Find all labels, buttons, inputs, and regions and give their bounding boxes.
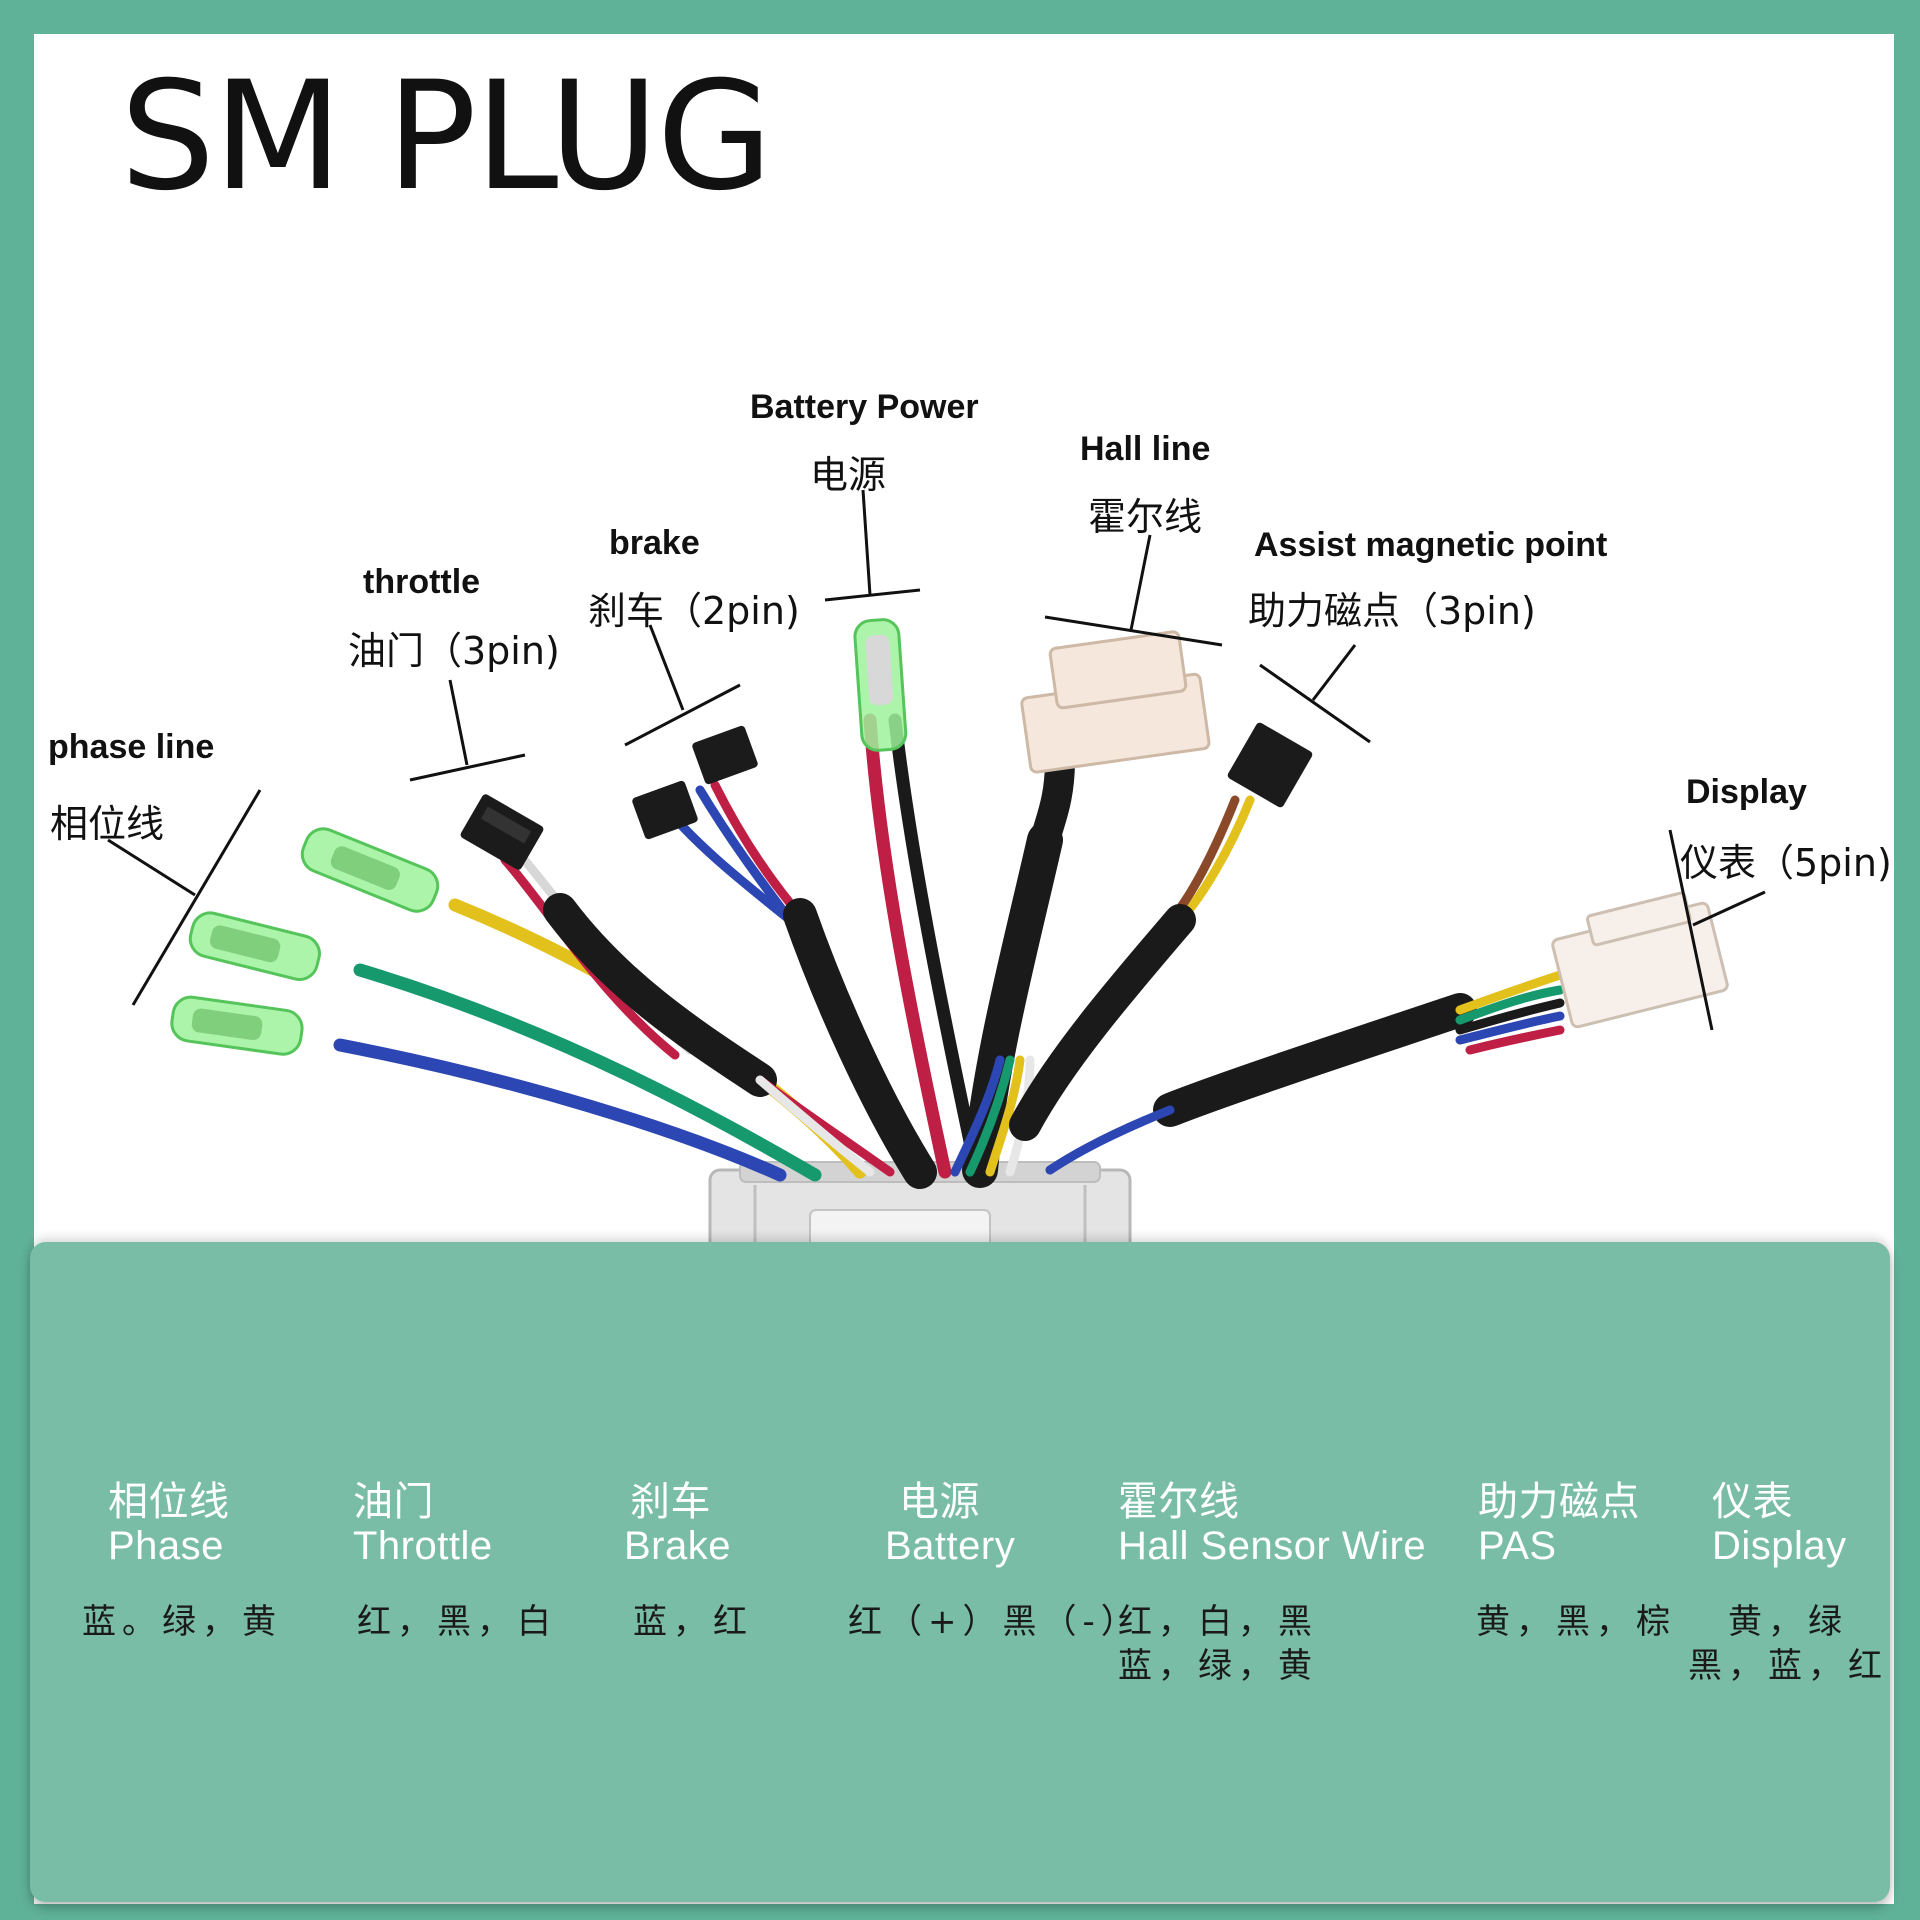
col-title-cn: 刹车 xyxy=(630,1480,711,1524)
table-col-phase: 相位线 Phase xyxy=(108,1480,230,1568)
battery-connector xyxy=(853,618,908,752)
brake-connectors xyxy=(632,725,758,840)
table-colors-pas: 黄，黑，棕 xyxy=(1476,1600,1676,1644)
wire-colors: 蓝。绿，黄 xyxy=(82,1602,282,1642)
table-colors-throttle: 红，黑，白 xyxy=(357,1600,557,1644)
display-label-en: Display xyxy=(1686,773,1807,811)
phase-label-en: phase line xyxy=(48,728,215,766)
battery-label-cn: 电源 xyxy=(810,453,887,497)
col-title-en: Battery xyxy=(885,1524,1016,1568)
col-title-cn: 电源 xyxy=(899,1480,980,1524)
pas-connector xyxy=(1227,722,1313,808)
wire-colors-line2: 黑，蓝，红 xyxy=(1688,1646,1888,1686)
brake-label-en: brake xyxy=(609,524,700,562)
display-label-cn: 仪表（5pin) xyxy=(1680,841,1892,885)
wire-colors: 蓝，红 xyxy=(633,1602,753,1642)
brake-label-cn: 刹车（2pin) xyxy=(588,589,800,633)
col-title-en: Brake xyxy=(624,1524,731,1568)
hall-connector xyxy=(1020,630,1211,774)
wire-colors-line2: 蓝，绿，黄 xyxy=(1118,1646,1318,1686)
table-col-hall: 霍尔线 Hall Sensor Wire xyxy=(1118,1480,1426,1568)
throttle-label-cn: 油门（3pin) xyxy=(348,629,560,673)
throttle-label-en: throttle xyxy=(363,563,481,601)
table-colors-hall: 红，白，黑 蓝，绿，黄 xyxy=(1118,1600,1318,1688)
col-title-cn: 油门 xyxy=(353,1480,434,1524)
assist-label-cn: 助力磁点（3pin) xyxy=(1248,589,1536,633)
display-wires xyxy=(1045,970,1565,1175)
col-title-cn: 助力磁点 xyxy=(1478,1480,1640,1524)
col-title-cn: 霍尔线 xyxy=(1118,1480,1240,1524)
table-colors-phase: 蓝。绿，黄 xyxy=(82,1600,282,1644)
page-title: SM PLUG xyxy=(120,50,773,224)
table-col-pas: 助力磁点 PAS xyxy=(1478,1480,1640,1568)
table-col-display: 仪表 Display xyxy=(1712,1480,1847,1568)
col-title-en: Display xyxy=(1712,1524,1847,1568)
wiring-harness-diagram xyxy=(107,489,1766,1260)
table-colors-display: 黄，绿 黑，蓝，红 xyxy=(1688,1600,1888,1688)
hall-label-cn: 霍尔线 xyxy=(1088,495,1203,539)
col-title-cn: 相位线 xyxy=(108,1480,230,1524)
battery-wires xyxy=(863,713,982,1179)
leader-lines xyxy=(107,489,1766,1031)
col-title-en: Phase xyxy=(108,1524,224,1568)
table-colors-battery: 红（+）黑（-） xyxy=(848,1600,1141,1644)
assist-label-en: Assist magnetic point xyxy=(1254,526,1608,564)
wire-colors: 黄，黑，棕 xyxy=(1476,1602,1676,1642)
throttle-connector xyxy=(460,794,544,870)
wire-color-panel xyxy=(30,1242,1890,1902)
table-col-throttle: 油门 Throttle xyxy=(353,1480,493,1568)
wire-colors: 红，黑，白 xyxy=(357,1602,557,1642)
col-title-cn: 仪表 xyxy=(1712,1480,1793,1524)
col-title-en: Throttle xyxy=(353,1524,493,1568)
phase-connectors xyxy=(170,827,440,1056)
table-colors-brake: 蓝，红 xyxy=(633,1600,753,1644)
col-title-en: Hall Sensor Wire xyxy=(1118,1524,1427,1568)
hall-wires xyxy=(950,745,1075,1188)
display-connector xyxy=(1551,891,1729,1029)
table-col-battery: 电源 Battery xyxy=(885,1480,1015,1568)
wire-colors-line1: 红，白，黑 xyxy=(1118,1602,1318,1642)
phase-label-cn: 相位线 xyxy=(50,802,165,846)
wire-colors: 红（+）黑（-） xyxy=(848,1602,1141,1642)
col-title-en: PAS xyxy=(1478,1524,1557,1568)
throttle-wires xyxy=(500,850,895,1177)
hall-label-en: Hall line xyxy=(1080,430,1211,468)
table-col-brake: 刹车 Brake xyxy=(624,1480,731,1568)
pas-wires xyxy=(1009,795,1255,1141)
wire-colors-line1: 黄，绿 xyxy=(1728,1602,1848,1642)
battery-label-en: Battery Power xyxy=(750,388,979,426)
